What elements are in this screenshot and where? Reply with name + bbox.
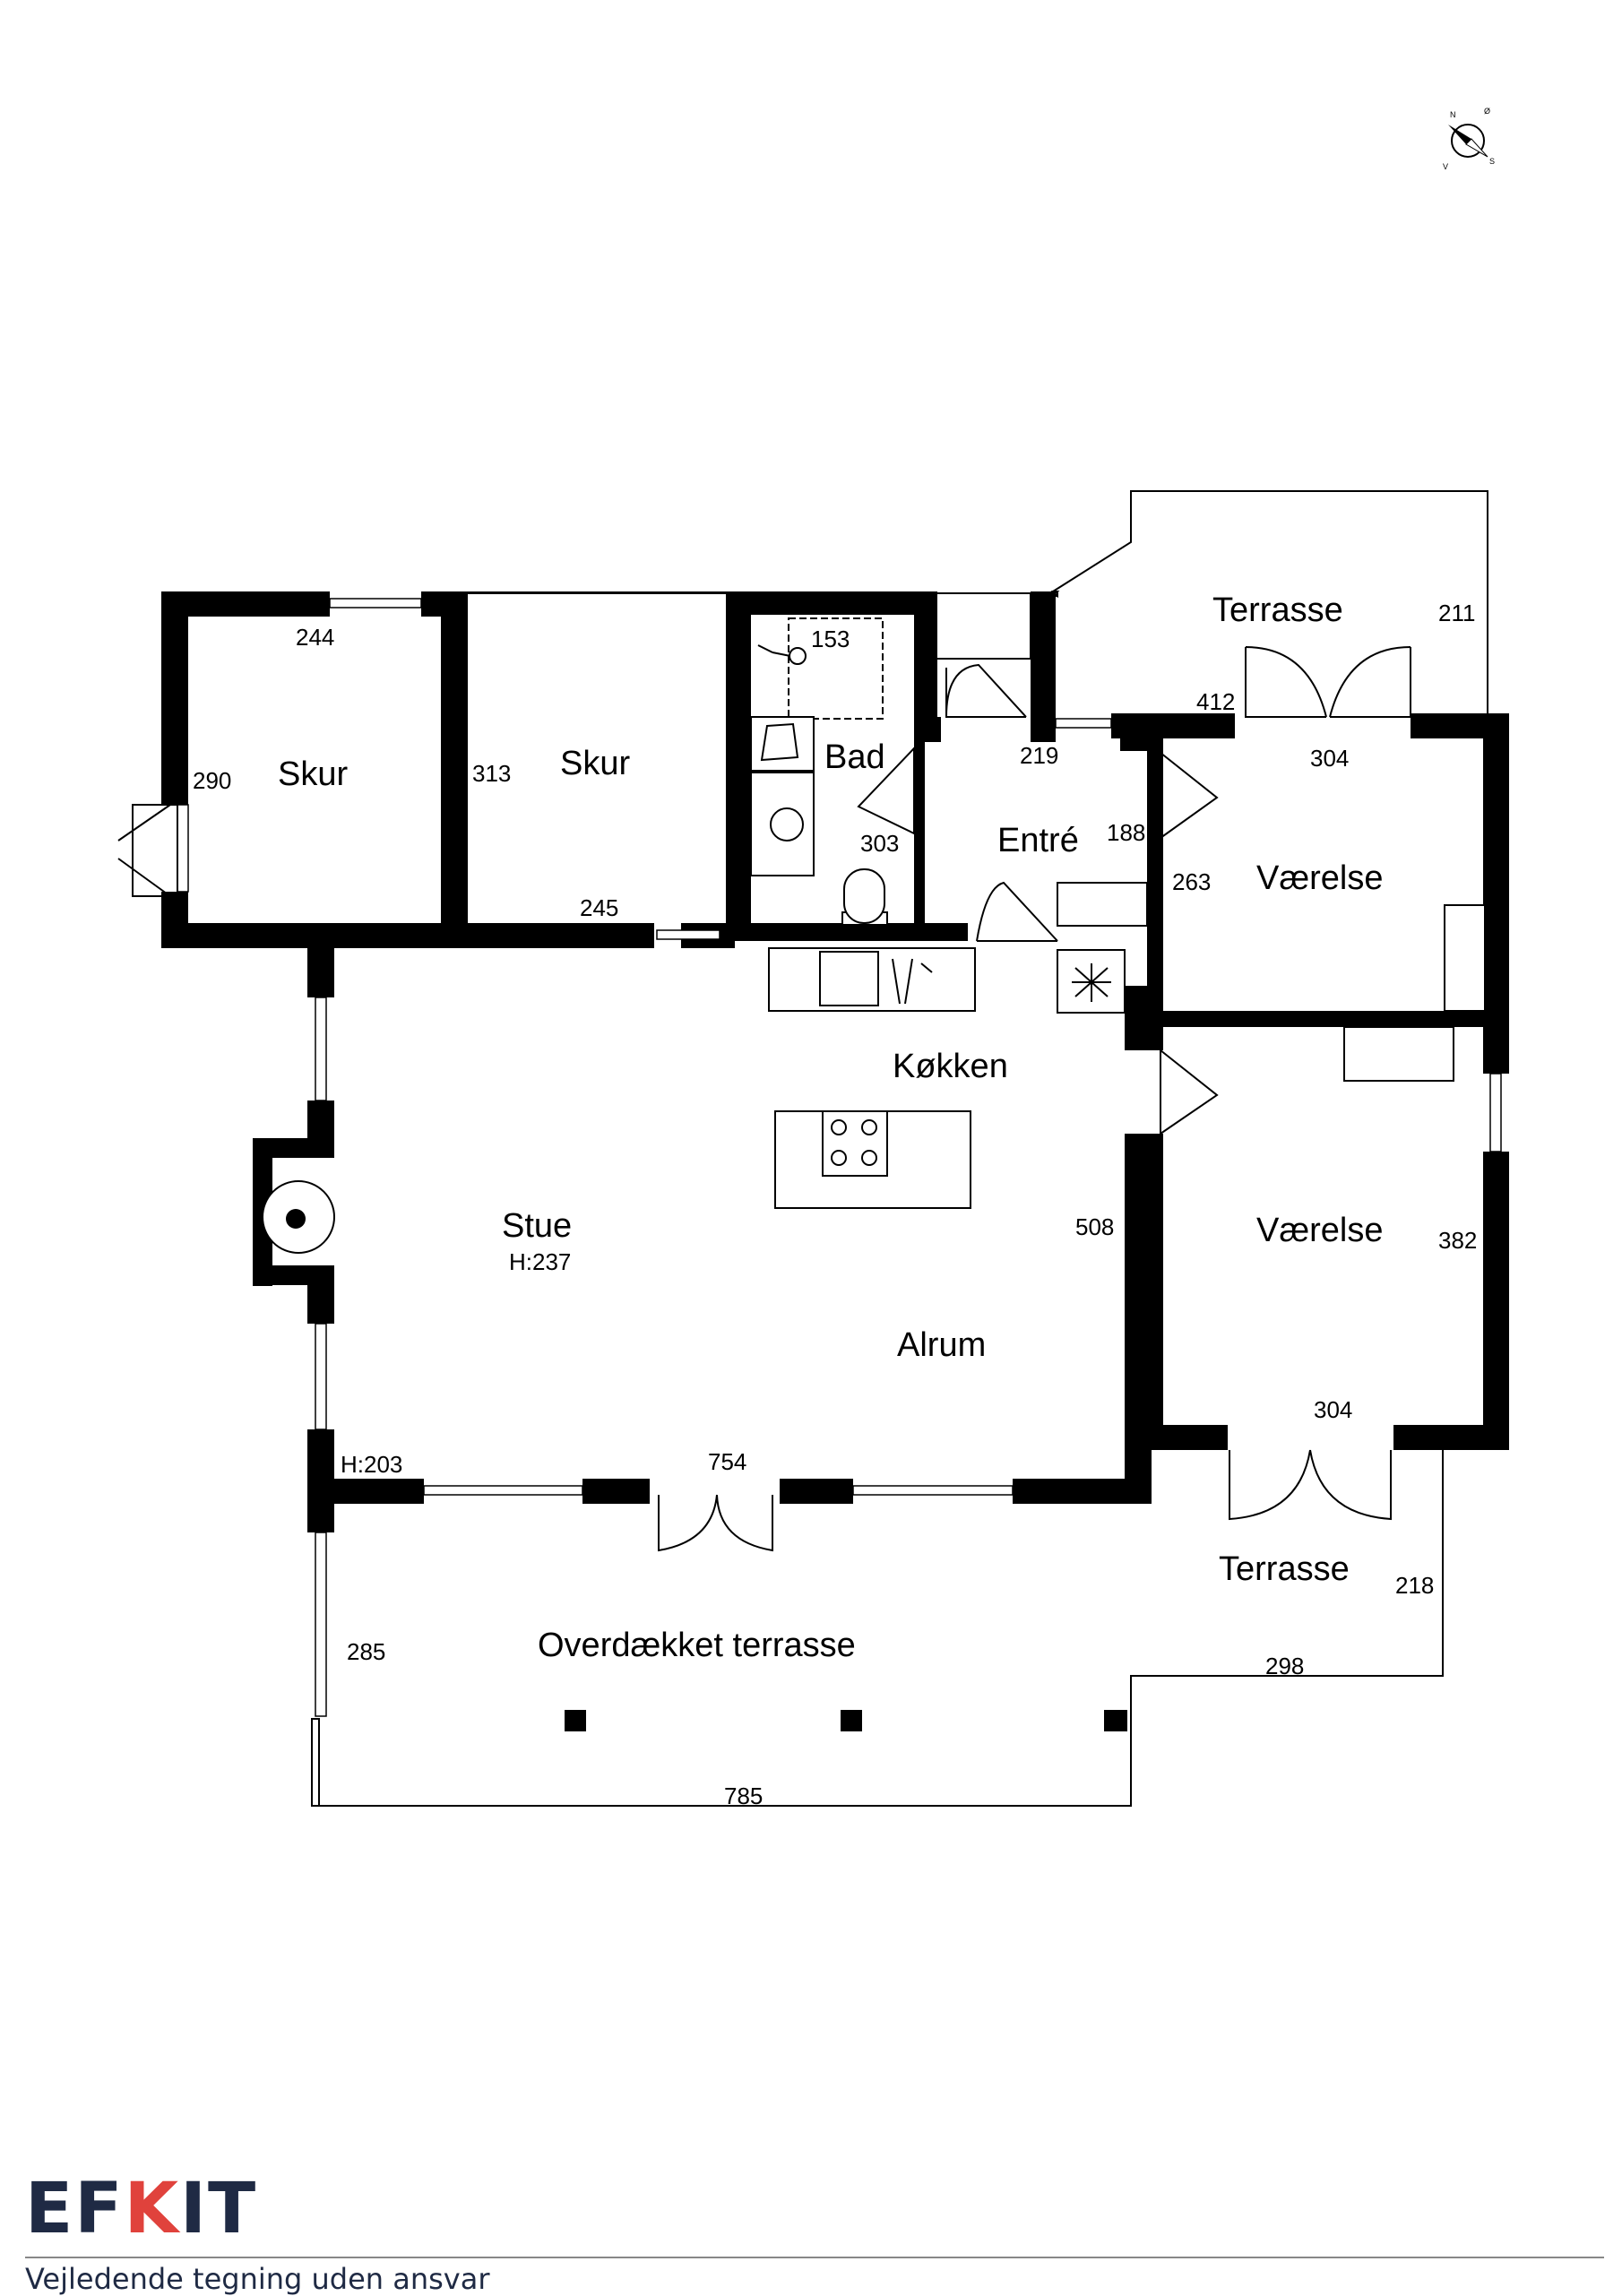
dimension-label: 245: [580, 894, 618, 921]
room-skur-right: Skur: [560, 745, 630, 782]
floor-plan: N Ø S V: [117, 107, 1509, 1809]
dimension-label: 303: [860, 830, 899, 857]
dimension-label: 188: [1107, 819, 1145, 846]
dimension-label: 382: [1438, 1227, 1477, 1254]
compass-s: S: [1489, 157, 1495, 166]
windows: [177, 598, 1502, 1717]
dimension-label: H:203: [341, 1451, 402, 1478]
fixtures: [262, 617, 1486, 1254]
dimension-label: 218: [1395, 1572, 1434, 1599]
company-logo: EFKIT: [25, 2169, 257, 2249]
room-alrum: Alrum: [897, 1326, 986, 1364]
dimension-labels: 244 290 313 245 153 303 219 188 263 412 …: [193, 600, 1477, 1809]
dimension-label: 754: [708, 1448, 746, 1475]
dimension-label: 285: [347, 1638, 385, 1665]
dimension-label: 153: [811, 626, 850, 652]
room-overdaekket-terrasse: Overdækket terrasse: [538, 1627, 856, 1664]
dimension-label: 313: [472, 760, 511, 787]
dimension-label: 219: [1020, 742, 1058, 769]
dimension-label: 211: [1438, 600, 1475, 626]
dimension-label: 263: [1172, 868, 1211, 895]
dimension-label: 304: [1314, 1396, 1352, 1423]
dimension-label: 412: [1196, 688, 1235, 715]
room-koekken: Køkken: [893, 1048, 1008, 1085]
room-terrasse-bottom: Terrasse: [1219, 1550, 1350, 1588]
room-stue: Stue: [502, 1207, 572, 1245]
logo-part: IT: [180, 2169, 258, 2249]
dimension-label: 785: [724, 1782, 763, 1809]
footer-divider: [25, 2257, 1604, 2258]
room-entre: Entré: [997, 822, 1079, 859]
terrace-outlines: [311, 490, 1488, 1807]
room-terrasse-top: Terrasse: [1212, 591, 1343, 629]
room-skur-left: Skur: [278, 755, 348, 793]
dimension-label: 508: [1075, 1213, 1114, 1240]
dimension-label: 304: [1310, 745, 1349, 772]
doors: [117, 646, 1411, 1552]
compass-o: Ø: [1484, 107, 1490, 116]
footer: EFKIT Vejledende tegning uden ansvar: [0, 2169, 1622, 2296]
dimension-label: 290: [193, 767, 231, 794]
compass: N Ø S V: [1443, 107, 1495, 171]
logo-part: EF: [25, 2169, 125, 2249]
room-stue-height: H:237: [509, 1248, 571, 1275]
disclaimer-text: Vejledende tegning uden ansvar: [25, 2262, 490, 2296]
compass-v: V: [1443, 162, 1448, 171]
compass-n: N: [1450, 110, 1456, 119]
room-vaerelse-top: Værelse: [1256, 859, 1384, 897]
dimension-label: 244: [296, 624, 334, 651]
dimension-label: 298: [1265, 1653, 1304, 1679]
logo-accent: K: [124, 2169, 181, 2249]
room-bad: Bad: [824, 738, 885, 776]
room-labels: Skur Skur Bad Entré Terrasse Værelse Køk…: [278, 591, 1384, 1664]
room-vaerelse-bottom: Værelse: [1256, 1212, 1384, 1249]
